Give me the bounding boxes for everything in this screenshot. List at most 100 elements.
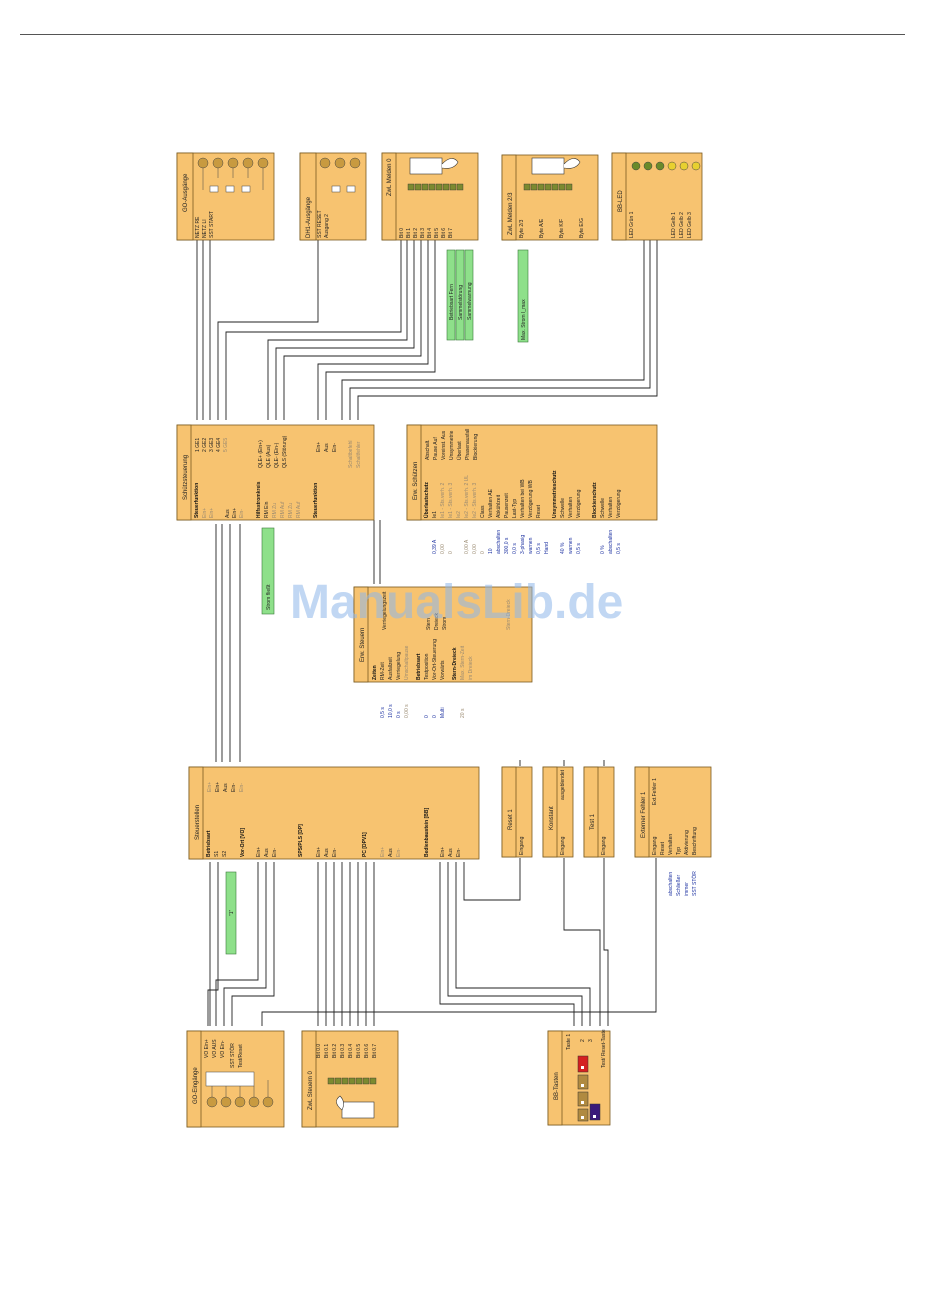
param-label: Ein- — [272, 848, 278, 857]
param-label: Schwelle — [600, 498, 606, 518]
svg-text:0,00: 0,00 — [472, 544, 478, 554]
port-label: VO Ein- — [220, 1040, 226, 1058]
param-label: Ie2 - Sts.verh. 3 — [472, 482, 478, 518]
block-dh1-ausgaenge[interactable]: DH1-Ausgänge SST RESET Ausgang 2 — [299, 152, 367, 241]
port-label: 1 GE1 — [195, 438, 201, 452]
block-title: Erw. Steuern — [360, 628, 366, 662]
param-label: PC [DPV1] — [362, 832, 368, 857]
block-title: Externer Fehler 1 — [641, 791, 647, 838]
port-label: Eingang — [560, 836, 566, 855]
param-label: Zeiten — [372, 665, 378, 680]
svg-text:0,39 A: 0,39 A — [432, 539, 438, 554]
svg-text:warnen: warnen — [528, 537, 534, 554]
block-zwl-melden-2[interactable]: ZwL Melden 2/3 Byte 2/3 Byte A/E Byte K/… — [501, 154, 599, 241]
port-label: 3 — [588, 1039, 594, 1042]
block-erw-schuetzen[interactable]: Erw. Schützen Überlastschutz Ie1 Ie1 - S… — [406, 424, 658, 521]
svg-text:Multi: Multi — [440, 707, 446, 718]
param-label: Class — [480, 505, 486, 518]
bit-squares — [523, 183, 573, 191]
block-title: Steuerstellen — [195, 805, 201, 840]
block-title: GO-Eingänge — [193, 1067, 199, 1104]
block-erw-steuern[interactable]: Erw. Steuern Zeiten RM-Zeit Ausfallzeit … — [353, 586, 533, 683]
port-label: Bit 0.3 — [340, 1044, 346, 1058]
param-label: Ein- — [396, 848, 402, 857]
block-schuetzsteuerung[interactable]: Schützsteuerung Steuerfunktion Ein+ Ein+… — [176, 424, 375, 521]
block-konstant[interactable]: Konstant Eingang ausgeblendet — [542, 766, 574, 858]
param-label: Ein- — [456, 848, 462, 857]
port-label: Byte K/F — [559, 219, 565, 238]
port-label: Abschalt. — [425, 439, 431, 460]
block-go-eingaenge[interactable]: GO-Eingänge VO Ein+ VO AUS VO Ein- SST S… — [186, 1030, 285, 1128]
block-bb-tasten[interactable]: BB-Tasten Taste 1 2 3 Test/ Reset-Taste — [547, 1029, 611, 1126]
param-label: Betriebsart — [206, 830, 212, 857]
param-label: Verzögerung — [576, 489, 582, 518]
port-label: VO AUS — [212, 1039, 218, 1058]
block-steuerstellen[interactable]: Steuerstellen Betriebsart S1 S2 Vor-Ort … — [188, 766, 480, 860]
monitor-icon — [531, 157, 581, 175]
block-title: Erw. Schützen — [413, 462, 419, 500]
block-title: ZwL Steuern 0 — [308, 1071, 314, 1110]
param-label: RM Zu — [272, 503, 278, 518]
relay-output-icon — [197, 157, 269, 193]
port-label: Ein+ — [316, 442, 322, 452]
block-title: ZwL Melden 2/3 — [508, 192, 514, 235]
port-label: Bit 6 — [441, 228, 447, 238]
tag-const-one: "1" — [225, 871, 237, 955]
port-label: LED Gelb 3 — [687, 212, 693, 238]
param-label: Unsymmetrieschutz — [552, 470, 558, 518]
svg-text:immer: immer — [684, 882, 690, 896]
port-label: Bit 0.7 — [372, 1044, 378, 1058]
svg-text:abschalten: abschalten — [496, 530, 502, 554]
param-label: Betriebsart — [416, 653, 422, 680]
port-label: Phasenausfall — [465, 429, 471, 460]
svg-text:0 s: 0 s — [396, 711, 402, 718]
param-label: Ein+ — [232, 508, 238, 518]
param-label: Verzögerung WB — [528, 480, 534, 518]
param-label: Ein+ — [202, 508, 208, 518]
svg-text:Hand: Hand — [544, 542, 550, 554]
svg-text:3-phasig: 3-phasig — [520, 535, 526, 554]
block-go-ausgaenge[interactable]: GO-Ausgänge NETZ RE NETZ LI SST START — [176, 152, 275, 241]
svg-text:0: 0 — [432, 715, 438, 718]
block-bb-led[interactable]: BB-LED LED Grün 1 LED Gelb 1 LED Gelb 2 … — [611, 152, 703, 241]
param-label: Umschaltpause — [404, 645, 410, 680]
block-externer-fehler[interactable]: Externer Fehler 1 Eingang Reset Verhalte… — [634, 766, 712, 858]
port-label: Byte 2/3 — [519, 219, 525, 238]
param-label: Ein+ — [440, 847, 446, 857]
param-label: RM Ein — [264, 501, 270, 518]
param-label: Steuerfunktion — [194, 483, 200, 518]
svg-text:warnen: warnen — [568, 537, 574, 554]
port-label: Ausgang 2 — [324, 214, 330, 238]
port-label: Bit 0.2 — [332, 1044, 338, 1058]
port-label: Voreinst. Aus — [441, 430, 447, 460]
param-label: Beschriftung — [692, 827, 698, 855]
block-title: BB-LED — [618, 190, 624, 212]
block-zwl-steuern-0[interactable]: ZwL Steuern 0 Bit 0.0 Bit 0.1 Bit 0.2 Bi… — [301, 1030, 399, 1128]
svg-text:0,00: 0,00 — [440, 544, 446, 554]
port-label: QLS (Störung) — [282, 435, 288, 468]
port-label: 2 — [580, 1039, 586, 1042]
tag-label: Sammelstörung — [458, 285, 464, 320]
port-label: SST STÖR — [229, 1043, 236, 1068]
param-label: RM Zu — [288, 503, 294, 518]
port-label: NETZ LI — [202, 219, 208, 238]
port-label: 4 GE4 — [216, 438, 222, 452]
block-test[interactable]: Test 1 Eingang — [583, 766, 615, 858]
param-label: Max. Stern-Zeit — [460, 645, 466, 680]
param-label: Reset — [660, 841, 666, 855]
port-label: Bit 5 — [434, 228, 440, 238]
port-label: Bit 0 — [399, 228, 405, 238]
param-label: Ein+ — [316, 847, 322, 857]
port-label: Ein- — [332, 443, 338, 452]
port-label: LED Gelb 2 — [679, 212, 685, 238]
block-zwl-melden-0[interactable]: ZwL Melden 0 Bit 0 Bit 1 Bit 2 Bit 3 Bit… — [381, 152, 479, 241]
param-label: S2 — [222, 851, 228, 857]
param-label: Verhalten — [568, 497, 574, 518]
param-label: Pausenzeit — [504, 493, 510, 518]
svg-text:0,00 A: 0,00 A — [464, 539, 470, 554]
param-label: Aus — [324, 848, 330, 857]
param-values-ext-fehler: abschalten Schließer immer SST STÖR — [668, 871, 698, 896]
block-reset[interactable]: Reset 1 Eingang — [501, 766, 533, 858]
monitor-icon — [336, 1095, 375, 1119]
